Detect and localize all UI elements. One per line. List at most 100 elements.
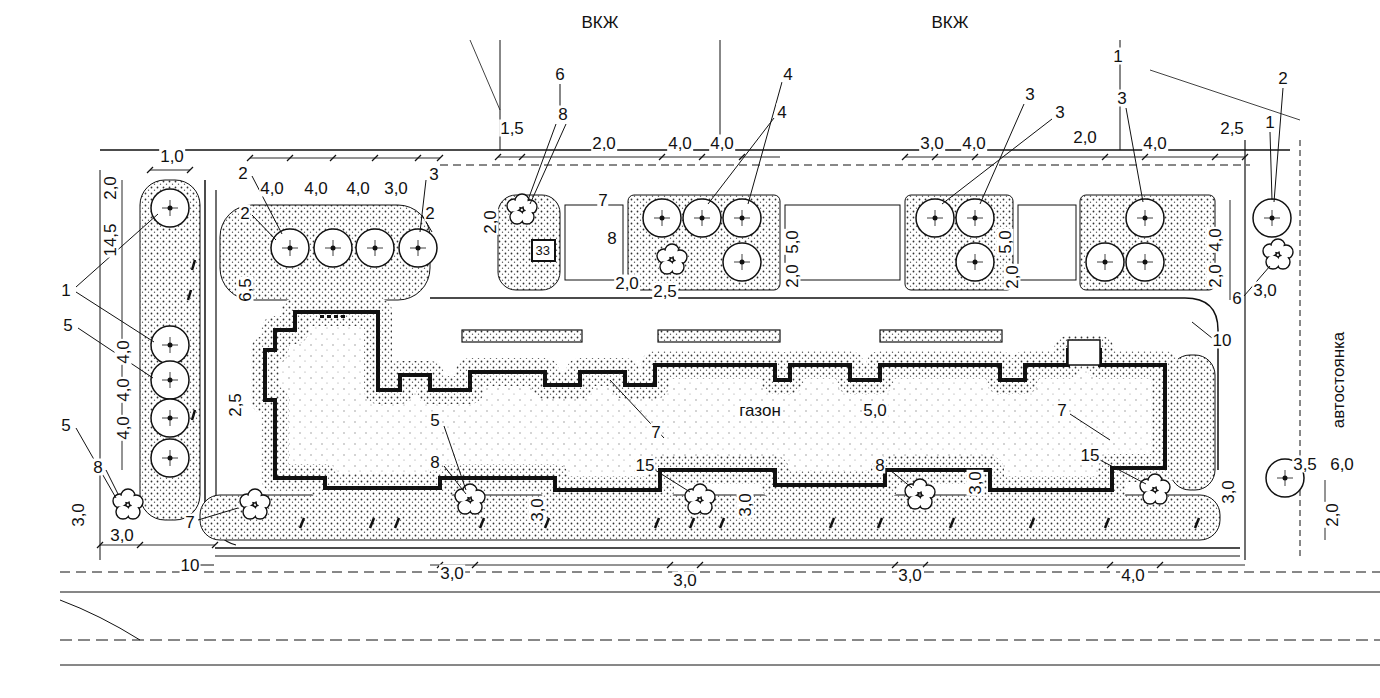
callout-label: 4,0	[1142, 135, 1168, 152]
shrub-fill	[702, 491, 713, 502]
callout-label: 2,5	[652, 283, 678, 300]
dimension-tick	[437, 155, 443, 161]
callout-label: 4,0	[115, 339, 132, 365]
tree-axis	[1277, 470, 1293, 486]
dimension-line	[150, 170, 190, 171]
callout-label: 2,0	[1004, 264, 1021, 290]
callout-label: 10	[1212, 332, 1233, 349]
callout-label: 5,0	[862, 402, 888, 419]
tree-crown	[643, 199, 681, 237]
callout-label: 3,0	[897, 567, 923, 584]
shrub-lobe	[458, 500, 472, 514]
tree-symbol	[956, 243, 994, 281]
tree-crown	[399, 229, 437, 267]
tree-symbol	[151, 326, 189, 364]
tree-axis	[162, 410, 178, 426]
tree-axis	[282, 240, 298, 256]
bench-mark	[878, 518, 882, 528]
callout-label: 1,0	[159, 148, 185, 165]
callout-label: 4,0	[115, 415, 132, 441]
leader-line	[444, 466, 466, 494]
dimension-line	[498, 157, 780, 158]
shrub-lobe	[1266, 255, 1280, 269]
tree-trunk	[168, 378, 173, 383]
tree-trunk	[288, 246, 293, 251]
tree-crown	[1253, 199, 1291, 237]
tree-trunk	[168, 343, 173, 348]
tree-crown	[683, 199, 721, 237]
callout-label: 6,5	[237, 277, 254, 303]
callout-label: 2,5	[227, 392, 244, 418]
tree-axis	[1097, 254, 1113, 270]
shrub-lobe	[116, 505, 130, 519]
callout-label: 7	[597, 192, 608, 209]
callout-label: 3,0	[439, 565, 465, 582]
tree-axis	[162, 372, 178, 388]
callout-label: 4,0	[259, 180, 285, 197]
tree-symbol	[314, 229, 352, 267]
shrub-fill	[674, 251, 685, 262]
tree-axis	[162, 337, 178, 353]
callout-label: 4	[782, 66, 793, 83]
tree-trunk	[740, 216, 745, 221]
callout-label: 15	[1080, 447, 1101, 464]
dimension-tick	[1102, 154, 1108, 160]
callout-label: 3,0	[967, 470, 984, 496]
tree-axis	[1264, 210, 1280, 226]
shrub-symbol	[455, 484, 485, 514]
dimension-tick	[147, 167, 153, 173]
callout-label: 2,0	[102, 175, 119, 201]
bench-mark	[950, 518, 954, 528]
callout-label: 4,0	[345, 180, 371, 197]
tree-symbol	[1126, 243, 1164, 281]
dimension-tick	[519, 154, 525, 160]
callout-label: газон	[738, 402, 782, 419]
plinth	[658, 330, 780, 342]
lawn-bed	[1080, 195, 1215, 290]
shrub-lobe	[908, 495, 922, 509]
tree-symbol	[151, 399, 189, 437]
callout-label: 2	[237, 165, 248, 182]
leader-line	[1070, 414, 1110, 440]
dimension-tick	[922, 562, 928, 568]
dimension-line	[1230, 200, 1231, 300]
callout-label: 5	[62, 317, 73, 334]
callout-label: 3,0	[109, 527, 135, 544]
shrub-fill	[661, 261, 672, 272]
callout-label: 6	[1231, 290, 1242, 307]
shrub-fill	[459, 501, 470, 512]
tree-crown	[151, 326, 189, 364]
kiosk-outline	[1068, 340, 1100, 365]
dimension-tick	[972, 154, 978, 160]
bench-mark	[655, 518, 659, 528]
shrub-lobe	[243, 505, 257, 519]
road-line	[100, 149, 1290, 151]
tree-trunk	[933, 216, 938, 221]
tree-symbol	[683, 199, 721, 237]
bench-mark	[830, 518, 834, 528]
tree-trunk	[168, 456, 173, 461]
lawn-bed	[140, 180, 200, 520]
leader-line	[1192, 322, 1212, 338]
tree-crown	[916, 199, 954, 237]
tree-trunk	[973, 216, 978, 221]
bench-mark	[480, 518, 484, 528]
tree-symbol	[916, 199, 954, 237]
dimension-line	[250, 158, 440, 159]
tree-trunk	[973, 260, 978, 265]
tree-trunk	[416, 246, 421, 251]
leader-line	[655, 470, 690, 492]
paved-area	[565, 205, 623, 280]
dimension-tick	[1212, 154, 1218, 160]
bench-mark	[300, 518, 304, 528]
tree-symbol	[1086, 243, 1124, 281]
callout-label: 8	[429, 454, 440, 471]
callout-label: 2,0	[482, 209, 499, 235]
shrub-symbol	[685, 484, 715, 514]
road-line	[60, 640, 1380, 641]
callout-label: 5	[429, 412, 440, 429]
shrub-symbol	[657, 244, 687, 274]
shrub-fill	[257, 496, 268, 507]
road-line	[1150, 70, 1300, 120]
